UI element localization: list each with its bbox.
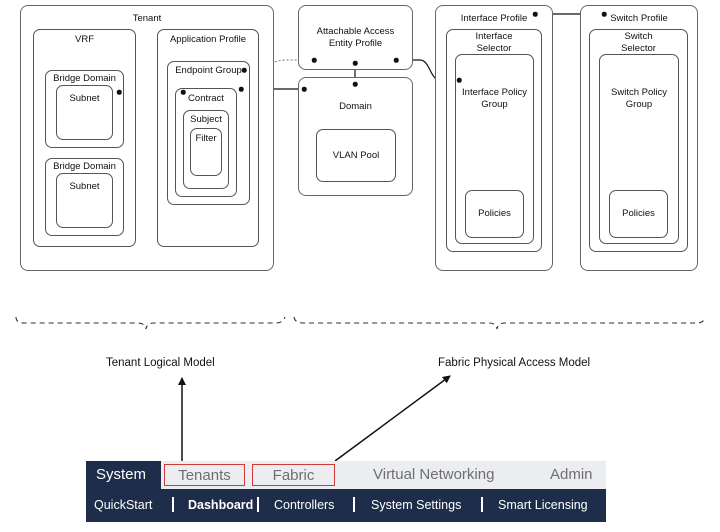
contract-label: Contract <box>188 93 224 104</box>
subnav-quickstart[interactable]: QuickStart <box>94 498 153 512</box>
subnav-dashboard[interactable]: Dashboard <box>188 498 254 512</box>
switch-selector-label: Switch Selector <box>621 31 656 54</box>
dot-contract-left <box>180 89 186 95</box>
tab-tenants[interactable]: Tenants <box>164 464 245 486</box>
tab-system[interactable]: System <box>86 461 161 489</box>
tenant-label: Tenant <box>132 13 162 24</box>
dot-swprofile <box>601 11 607 17</box>
bridge-domain-label-1: Bridge Domain <box>53 73 116 84</box>
filter-label: Filter <box>195 133 217 144</box>
subnav-smart-licensing[interactable]: Smart Licensing <box>498 498 588 512</box>
tab-admin[interactable]: Admin <box>550 466 593 483</box>
arrow-fabric-to-physical <box>334 375 451 462</box>
interface-profile-label: Interface Profile <box>460 13 528 24</box>
aaep-label: Attachable Access Entity Profile <box>316 26 395 49</box>
subject-label: Subject <box>190 114 222 125</box>
domain-label: Domain <box>339 101 372 112</box>
subnav-separator <box>172 497 174 512</box>
switch-policy-group-label: Switch Policy Group <box>611 87 667 110</box>
dot-contract-right <box>238 86 244 92</box>
interface-policy-group-label: Interface Policy Group <box>462 87 527 110</box>
fabric-physical-access-model-label: Fabric Physical Access Model <box>438 357 591 369</box>
subnet-label-1: Subnet <box>69 93 100 104</box>
subnav-separator <box>257 497 259 512</box>
dot-aaep-right <box>393 57 399 63</box>
switch-policies-label: Policies <box>622 208 655 219</box>
vlan-pool-label: VLAN Pool <box>332 150 380 161</box>
dot-domain-top <box>352 81 358 87</box>
subnav-separator <box>481 497 483 512</box>
vlan-pool-box: VLAN Pool <box>316 129 396 182</box>
subnav-system-settings[interactable]: System Settings <box>371 498 462 512</box>
brace-physical <box>293 316 706 330</box>
subnet-box-2: Subnet <box>56 173 113 228</box>
interface-selector-label: Interface Selector <box>475 31 513 54</box>
application-profile-label: Application Profile <box>169 34 247 45</box>
subnav-controllers[interactable]: Controllers <box>274 498 335 512</box>
bridge-domain-label-2: Bridge Domain <box>53 161 116 172</box>
subnet-label-2: Subnet <box>69 181 100 192</box>
subnav-separator <box>353 497 355 512</box>
dot-aaep-bottom <box>352 60 358 66</box>
tenant-logical-model-label: Tenant Logical Model <box>106 357 215 369</box>
main-nav-bar: System Tenants Fabric Virtual Networking… <box>86 461 606 489</box>
brace-logical <box>15 316 286 330</box>
dot-ipg <box>456 77 462 83</box>
dot-domain-left <box>301 86 307 92</box>
endpoint-group-label: Endpoint Group <box>175 65 242 76</box>
dot-ifprofile <box>532 11 538 17</box>
switch-profile-label: Switch Profile <box>610 13 668 24</box>
subnet-box-1: Subnet <box>56 85 113 140</box>
tab-virtual-networking[interactable]: Virtual Networking <box>373 466 495 483</box>
dot-subnet <box>116 89 122 95</box>
interface-policies-box: Policies <box>465 190 524 238</box>
dot-aaep-left <box>311 57 317 63</box>
dot-epg <box>241 67 247 73</box>
vrf-label: VRF <box>75 34 94 45</box>
interface-policies-label: Policies <box>478 208 511 219</box>
filter-box: Filter <box>190 128 222 176</box>
switch-policies-box: Policies <box>609 190 668 238</box>
sub-nav-bar: QuickStart Dashboard Controllers System … <box>86 489 606 522</box>
tab-fabric[interactable]: Fabric <box>252 464 335 486</box>
